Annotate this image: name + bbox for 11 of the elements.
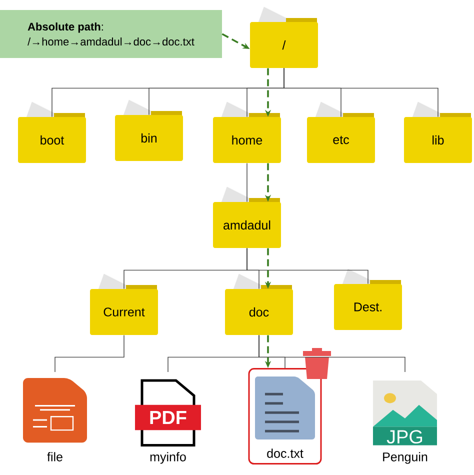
folder: Dest. [334,268,402,330]
folder: Current [90,274,158,335]
path-note: Absolute path: /→home→amdadul→doc→doc.txt [0,10,222,58]
folder: home [213,102,281,163]
folder: bin [115,100,183,161]
folder: amdadul [213,186,281,248]
folder: / [250,6,318,68]
folder: boot [18,102,86,163]
folder: etc [307,102,375,163]
folder: doc [225,274,293,335]
folder: lib [404,102,472,163]
